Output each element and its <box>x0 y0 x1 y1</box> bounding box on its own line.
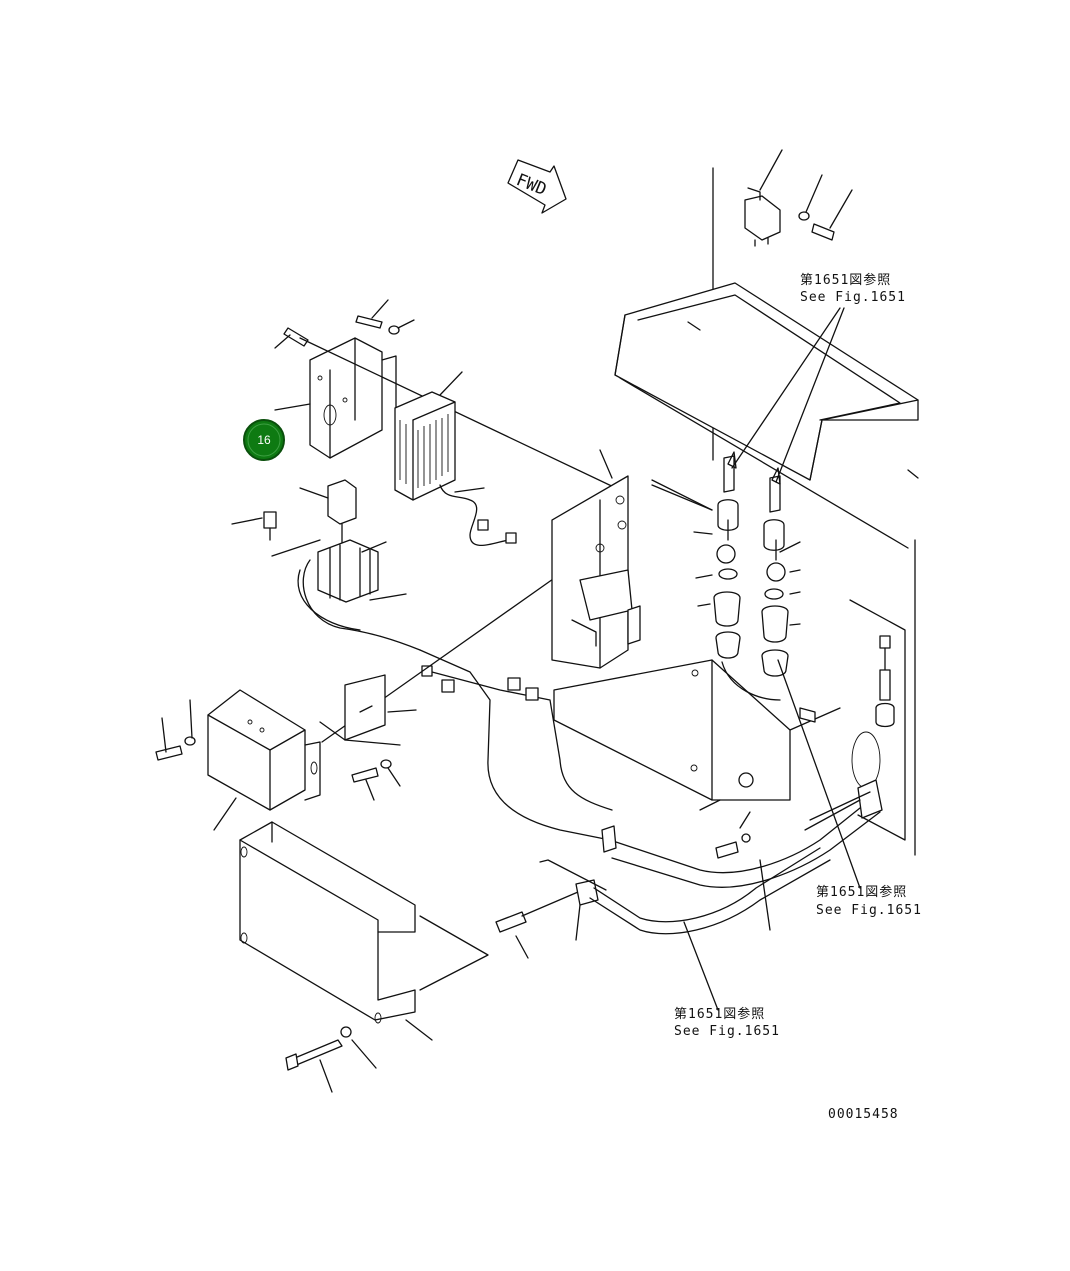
callout-bottom-jp: 第1651図参照 <box>674 1006 765 1022</box>
callout-top: 第1651図参照 See Fig.1651 <box>800 272 906 305</box>
reference-badge-number: 16 <box>257 433 271 447</box>
lower-tray <box>553 659 841 859</box>
callout-bottom: 第1651図参照 See Fig.1651 <box>674 1006 780 1039</box>
callout-leaders <box>683 307 861 1011</box>
bolt-icon <box>274 299 621 491</box>
small-bracket <box>319 674 417 801</box>
callout-right: 第1651図参照 See Fig.1651 <box>816 884 922 918</box>
overhead-cover <box>614 282 919 481</box>
wire-harness <box>321 559 881 888</box>
callout-right-jp: 第1651図参照 <box>816 884 907 900</box>
relay-socket <box>231 479 421 651</box>
long-bolt-icon <box>285 1026 377 1093</box>
drawing-number: 00015458 <box>828 1107 899 1122</box>
callout-bottom-en: See Fig.1651 <box>674 1024 780 1039</box>
controller-module <box>394 371 517 547</box>
mounting-bracket <box>274 337 397 459</box>
terminal-posts <box>651 455 895 831</box>
relay-top <box>744 149 853 247</box>
fwd-label: FWD <box>513 170 549 200</box>
electrical-box <box>155 689 321 831</box>
callout-top-en: See Fig.1651 <box>800 290 906 305</box>
center-plate <box>551 449 713 669</box>
lower-housing <box>239 821 489 1041</box>
callout-right-en: See Fig.1651 <box>816 903 922 918</box>
callout-top-jp: 第1651図参照 <box>800 272 891 288</box>
pipe-clamp <box>495 847 831 959</box>
fwd-arrow-icon: FWD <box>507 159 567 214</box>
reference-badge[interactable]: 16 <box>243 419 285 461</box>
